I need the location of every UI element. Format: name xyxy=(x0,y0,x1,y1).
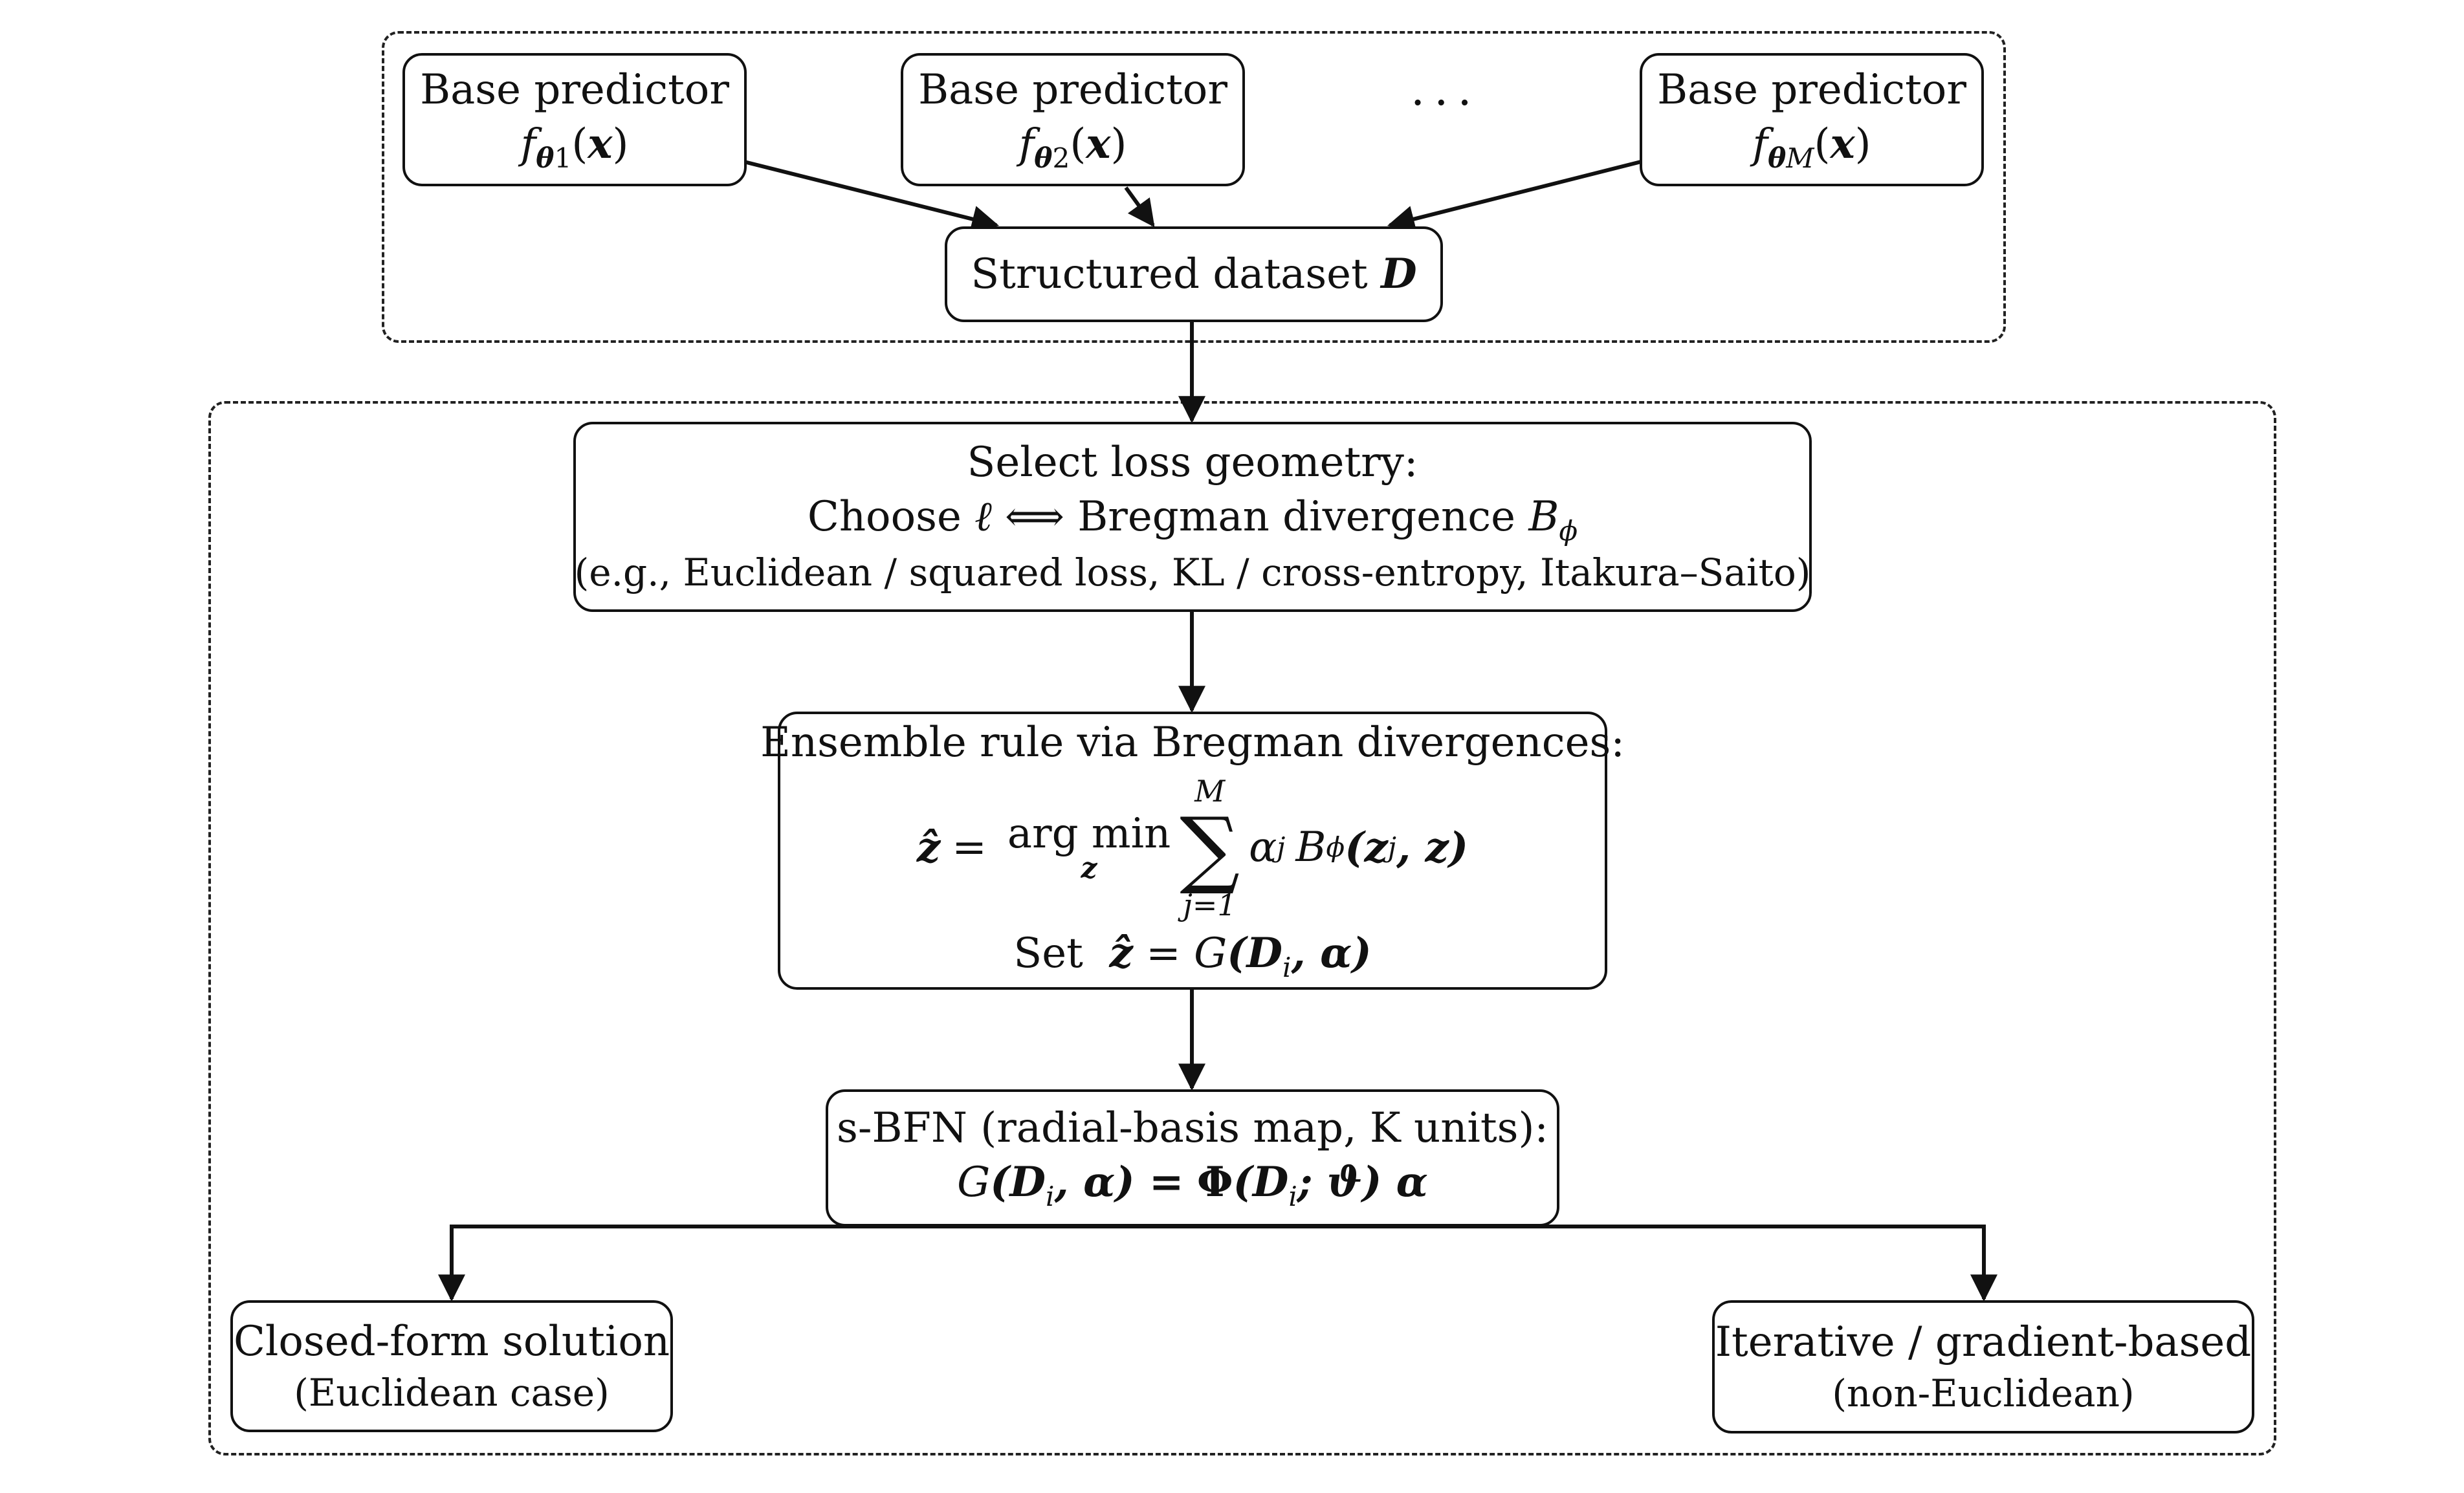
geometry-choice: Choose ℓ ⟺ Bregman divergence Bϕ xyxy=(807,492,1578,547)
predictor-label: Base predictor xyxy=(1657,65,1966,114)
base-predictor-2: Base predictor fθ2(x) xyxy=(901,53,1245,186)
ensemble-rule-node: Ensemble rule via Bregman divergences: ẑ… xyxy=(760,712,1625,990)
edge-pred1-dataset xyxy=(743,160,1000,233)
loss-geometry-node: Select loss geometry: Choose ℓ ⟺ Bregman… xyxy=(573,422,1812,612)
predictor-ellipsis: ··· xyxy=(1411,76,1481,129)
predictor-label: Base predictor xyxy=(918,65,1227,114)
structured-dataset-node: Structured dataset D xyxy=(945,226,1443,322)
edge-sbfn-closed xyxy=(438,1225,1192,1302)
predictor-function: fθM(x) xyxy=(1752,119,1871,174)
pipeline-group xyxy=(208,401,2276,1455)
dataset-symbol: D xyxy=(1381,249,1417,298)
sbfn-equation: G(Di, α) = Φ(Di; ϑ) α xyxy=(957,1157,1428,1212)
closed-form-title: Closed-form solution xyxy=(233,1317,670,1366)
base-predictor-M: Base predictor fθM(x) xyxy=(1640,53,1984,186)
geometry-examples: (e.g., Euclidean / squared loss, KL / cr… xyxy=(574,550,1811,595)
ensemble-set-line: Set ẑ = G(Di, α) xyxy=(1013,928,1372,983)
geometry-title: Select loss geometry: xyxy=(967,439,1418,487)
edge-sbfn-iterative xyxy=(1192,1225,1997,1302)
sum-operator: M ∑ j=1 xyxy=(1180,773,1240,922)
iterative-subtitle: (non-Euclidean) xyxy=(1832,1371,2135,1415)
closed-form-node: Closed-form solution (Euclidean case) xyxy=(230,1300,673,1432)
closed-form-subtitle: (Euclidean case) xyxy=(294,1370,610,1415)
iterative-title: Iterative / gradient-based xyxy=(1715,1318,2252,1366)
predictor-label: Base predictor xyxy=(420,65,729,114)
iterative-node: Iterative / gradient-based (non-Euclidea… xyxy=(1712,1300,2254,1433)
sbfn-node: s-BFN (radial-basis map, K units): G(Di,… xyxy=(826,1089,1559,1226)
predictor-function: fθ2(x) xyxy=(1018,119,1127,174)
predictor-function: fθ1(x) xyxy=(520,119,629,174)
base-predictor-1: Base predictor fθ1(x) xyxy=(402,53,747,186)
edge-pred2-dataset xyxy=(1124,186,1155,228)
ensemble-title: Ensemble rule via Bregman divergences: xyxy=(760,718,1625,767)
edge-predM-dataset xyxy=(1387,160,1642,233)
sbfn-title: s-BFN (radial-basis map, K units): xyxy=(837,1104,1548,1152)
